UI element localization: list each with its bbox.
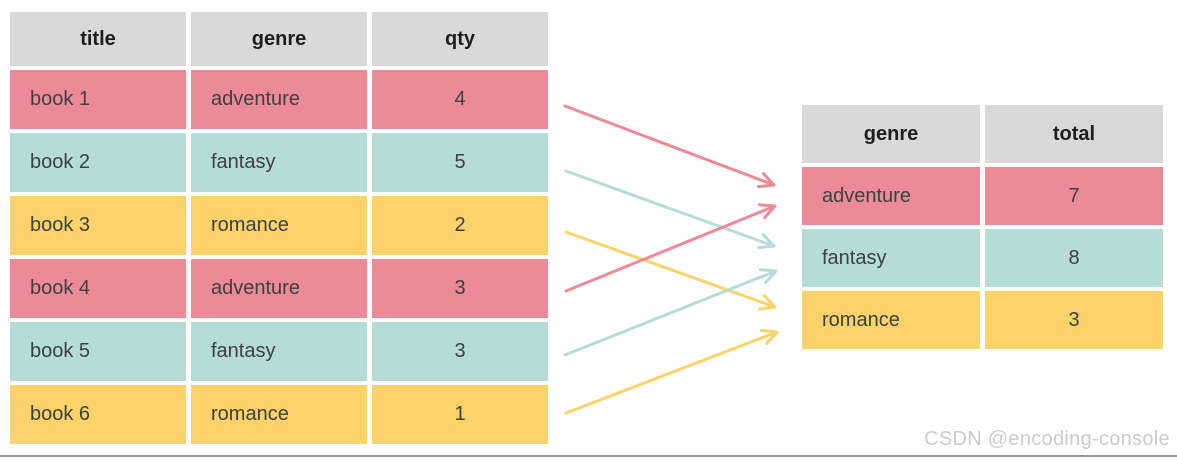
result-cell-total-1: 8 [985,229,1163,287]
arrow-book6-to-romance [564,328,779,415]
source-cell-genre-4: fantasy [191,322,367,381]
source-table: title genre qty book 1 adventure 4 book … [10,12,548,444]
source-cell-title-5: book 6 [10,385,186,444]
source-cell-qty-4: 3 [372,322,548,381]
arrow-book5-to-fantasy [563,268,778,357]
result-header-genre: genre [802,105,980,163]
source-cell-qty-1: 5 [372,133,548,192]
arrow-book3-to-romance [564,230,777,311]
source-cell-qty-0: 4 [372,70,548,129]
source-cell-genre-0: adventure [191,70,367,129]
result-table: genre total adventure 7 fantasy 8 romanc… [802,105,1163,349]
result-cell-genre-0: adventure [802,167,980,225]
arrow-book4-to-adventure [564,203,777,293]
source-cell-qty-3: 3 [372,259,548,318]
bottom-divider [0,455,1177,457]
result-cell-total-0: 7 [985,167,1163,225]
result-header-total: total [985,105,1163,163]
source-cell-title-1: book 2 [10,133,186,192]
source-cell-genre-3: adventure [191,259,367,318]
source-cell-title-0: book 1 [10,70,186,129]
result-cell-genre-2: romance [802,291,980,349]
source-header-genre: genre [191,12,367,66]
arrow-book1-to-adventure [563,104,776,189]
source-cell-title-3: book 4 [10,259,186,318]
source-cell-title-4: book 5 [10,322,186,381]
result-cell-total-2: 3 [985,291,1163,349]
source-cell-genre-5: romance [191,385,367,444]
source-cell-genre-1: fantasy [191,133,367,192]
source-header-qty: qty [372,12,548,66]
result-cell-genre-1: fantasy [802,229,980,287]
source-header-title: title [10,12,186,66]
source-cell-qty-5: 1 [372,385,548,444]
source-cell-qty-2: 2 [372,196,548,255]
source-cell-title-2: book 3 [10,196,186,255]
arrow-book2-to-fantasy [564,169,776,250]
source-cell-genre-2: romance [191,196,367,255]
csdn-watermark: CSDN @encoding-console [924,428,1170,450]
